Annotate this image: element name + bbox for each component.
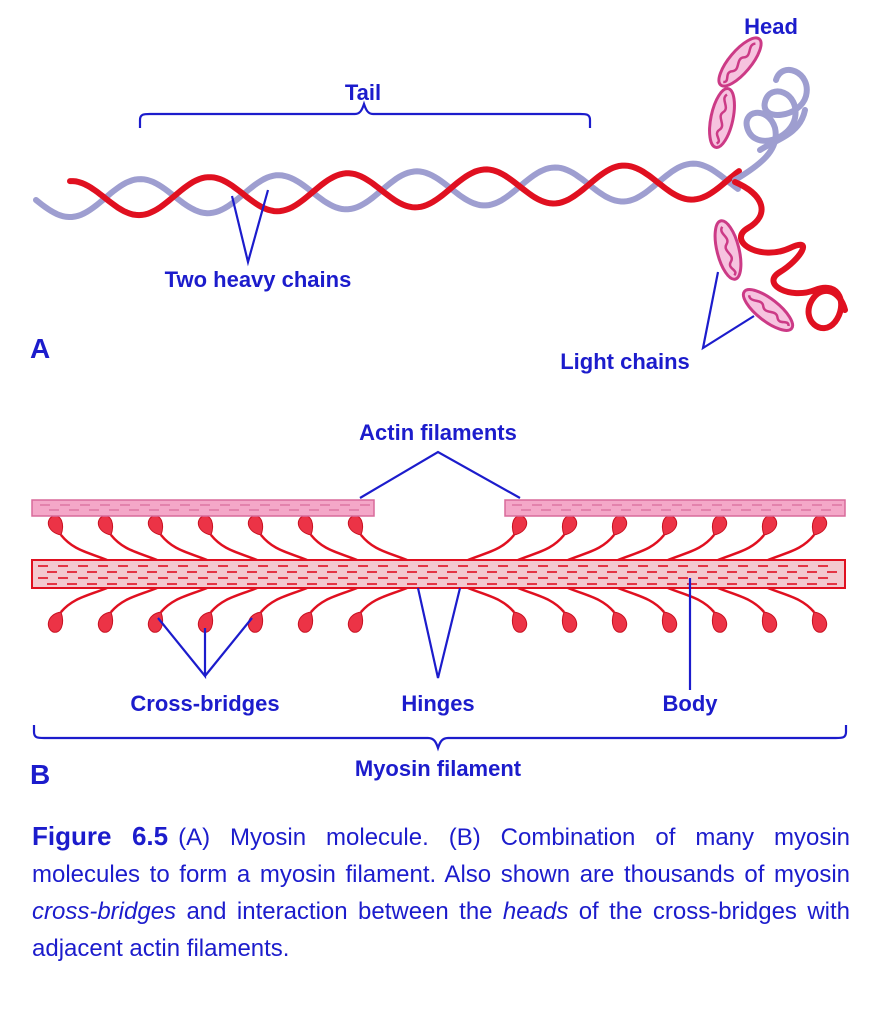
tail-brace xyxy=(138,100,592,128)
cross-bridge xyxy=(147,586,208,633)
hinges-pointer xyxy=(416,587,462,679)
caption-text-1: (A) Myosin molecule. (B) Combination of … xyxy=(32,824,850,888)
light-chain-1 xyxy=(710,30,770,94)
panel-a-label: A xyxy=(30,333,50,364)
caption-emphasis-cross-bridges: cross-bridges xyxy=(32,898,177,925)
heavy-chain-lavender-strand xyxy=(33,160,741,220)
cross-bridge xyxy=(97,586,158,633)
cross-bridge xyxy=(467,586,528,633)
cross-bridges-label: Cross-bridges xyxy=(130,691,279,716)
cross-bridge xyxy=(347,515,408,562)
cross-bridges-group xyxy=(47,515,828,633)
cross-bridges-pointer xyxy=(157,617,253,680)
cross-bridge xyxy=(197,515,258,562)
cross-bridge xyxy=(617,586,678,633)
cross-bridge xyxy=(717,586,778,633)
cross-bridge xyxy=(667,586,728,633)
cross-bridge xyxy=(347,586,408,633)
caption-emphasis-heads: heads xyxy=(502,898,569,925)
cross-bridge xyxy=(197,586,258,633)
light-chain-2 xyxy=(703,84,741,152)
myosin-filament-label: Myosin filament xyxy=(355,756,522,781)
cross-bridge xyxy=(247,586,308,633)
cross-bridge xyxy=(667,515,728,562)
head-lavender-coil xyxy=(732,66,810,183)
myosin-figure-diagram: Tail Head Two heavy chains A Light chain… xyxy=(30,14,848,790)
cross-bridge xyxy=(767,586,828,633)
body-label: Body xyxy=(663,691,719,716)
light-chain-3 xyxy=(708,216,748,284)
figure-caption: Figure 6.5(A) Myosin molecule. (B) Combi… xyxy=(32,818,850,967)
actin-filament-right xyxy=(504,499,846,517)
heavy-chain-red-strand xyxy=(67,162,742,219)
actin-filaments-label: Actin filaments xyxy=(359,420,517,445)
cross-bridge xyxy=(467,515,528,562)
figure-number: Figure 6.5 xyxy=(32,821,169,851)
cross-bridge xyxy=(147,515,208,562)
panel-b-label: B xyxy=(30,759,50,790)
myosin-body xyxy=(31,559,846,589)
cross-bridge xyxy=(517,586,578,633)
myosin-filament-brace xyxy=(32,725,848,752)
head-red-coil xyxy=(732,179,848,331)
head-label: Head xyxy=(744,14,798,39)
tail-label: Tail xyxy=(345,80,381,105)
heavy-chains-pointer xyxy=(230,189,270,267)
cross-bridge xyxy=(297,586,358,633)
light-chains-pointer xyxy=(701,271,755,351)
cross-bridge xyxy=(717,515,778,562)
light-chains-label: Light chains xyxy=(560,349,690,374)
cross-bridge xyxy=(567,586,628,633)
caption-text-2: and interaction between the xyxy=(176,898,503,925)
cross-bridge xyxy=(47,586,108,633)
hinges-label: Hinges xyxy=(401,691,474,716)
actin-pointer xyxy=(359,450,521,499)
cross-bridge xyxy=(617,515,678,562)
caption-text-3: of the cross-bridges with adjacent actin… xyxy=(32,898,851,962)
actin-filament-left xyxy=(31,499,375,517)
heavy-chains-label: Two heavy chains xyxy=(165,267,352,292)
